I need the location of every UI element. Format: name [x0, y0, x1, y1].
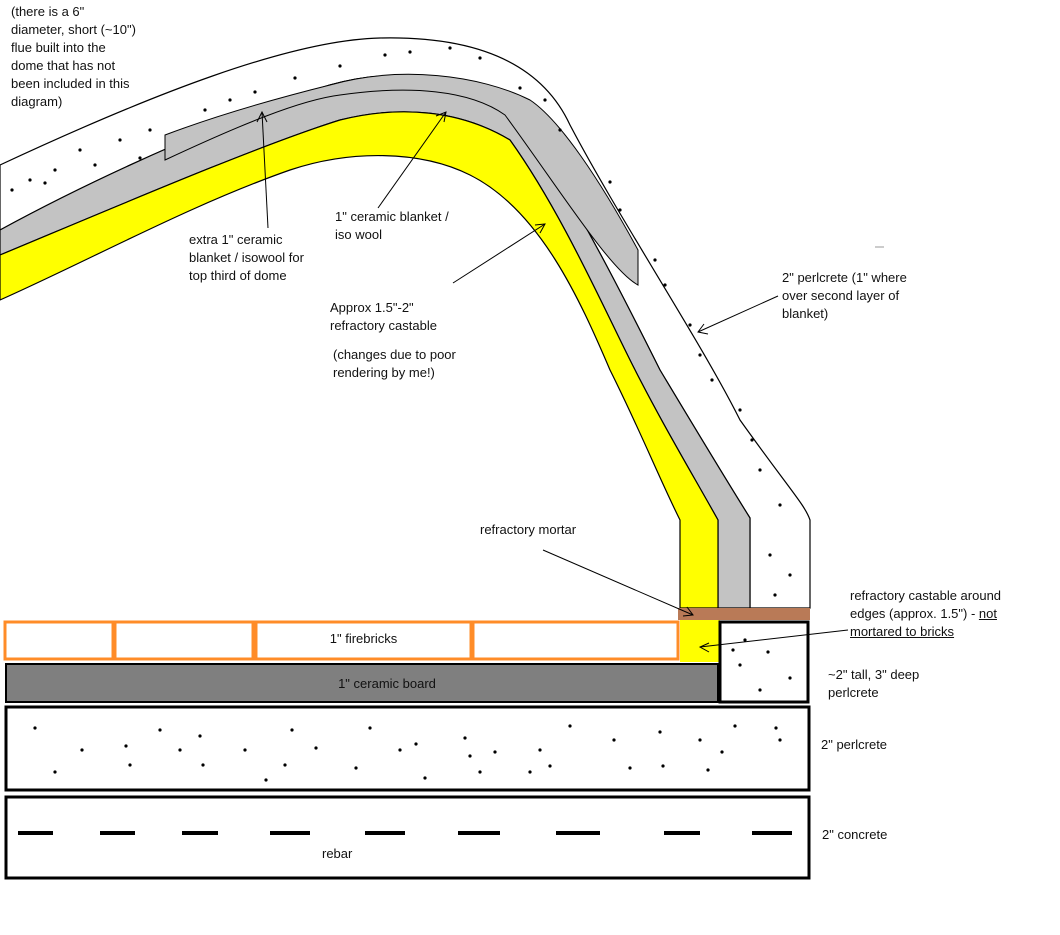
flue-note-label: (there is a 6" diameter, short (~10") fl… [11, 4, 136, 109]
edge-perlcrete-label: ~2" tall, 3" deep perlcrete [828, 667, 920, 700]
perlcrete-dome-label: 2" perlcrete (1" where over second layer… [782, 270, 907, 321]
edge-perlcrete-aggregate [731, 638, 792, 692]
ceramic-blanket-label: 1" ceramic blanket / iso wool [335, 209, 449, 242]
perlcrete-slab [4, 705, 811, 792]
castable-label: Approx 1.5"-2" refractory castable [330, 300, 437, 333]
rebar-label: rebar [322, 846, 353, 861]
castable-edges-arrow [699, 629, 849, 648]
dome-perlcrete-aggregate [10, 46, 792, 597]
castable-edges-line-3: mortared to bricks [850, 624, 955, 639]
extra-blanket-arrow [261, 111, 269, 229]
callout-arrows [256, 110, 884, 653]
dome-refractory-castable-layer [0, 111, 719, 609]
extra-blanket-label: extra 1" ceramic blanket / isowool for t… [189, 232, 304, 283]
perlcrete-slab-aggregate [33, 724, 782, 782]
firebrick [254, 620, 473, 661]
castable-edges-line-2-text: edges (approx. 1.5") - [850, 606, 979, 621]
firebrick [113, 620, 255, 661]
castable-edges-label: refractory castable around edges (approx… [850, 587, 1050, 641]
mortar-label: refractory mortar [480, 522, 577, 537]
firebrick [3, 620, 115, 661]
mortar-arrow [542, 549, 694, 616]
ceramic-blanket-arrow [377, 111, 447, 209]
castable-edges-not: not [978, 606, 997, 621]
edge-refractory-castable [680, 620, 720, 662]
ceramic-board [5, 663, 719, 703]
concrete-slab [4, 795, 811, 880]
edge-perlcrete-block [718, 620, 810, 704]
firebricks-row [3, 620, 680, 661]
dome-extra-blanket-layer [164, 73, 639, 286]
firebricks-label: 1" firebricks [329, 631, 398, 646]
castable-arrow [452, 223, 546, 284]
perlcrete-slab-label: 2" perlcrete [821, 737, 888, 752]
ceramic-board-label: 1" ceramic board [338, 676, 436, 691]
castable-note-label: (changes due to poor rendering by me!) [333, 347, 456, 380]
concrete-slab-label: 2" concrete [822, 827, 888, 842]
refractory-mortar-strip [678, 608, 810, 620]
perlcrete-arrow [697, 295, 779, 333]
firebrick [471, 620, 680, 661]
castable-edges-line-2: edges (approx. 1.5") - not [850, 605, 1050, 623]
castable-edges-line-1: refractory castable around [850, 588, 1002, 603]
